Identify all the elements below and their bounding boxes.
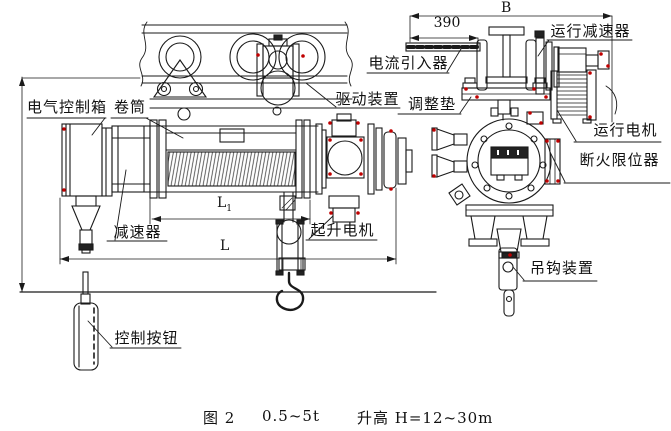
dim-L1 [149,191,311,225]
dim-text-L: L [220,238,230,254]
electric-control-box-drawing [61,123,113,254]
conductor-rail [405,42,481,52]
dim-390 [409,35,479,47]
label-current-collector: 电流引入器 [368,54,449,72]
label-electric-control-box: 电气控制箱 [27,98,108,116]
rope-and-hook-block [275,191,306,311]
drive-wheel-unit [229,33,326,116]
cable-glands [431,127,471,206]
label-reducer: 减速器 [113,223,162,241]
reducer-section [111,119,167,199]
label-underlines [26,39,671,349]
label-hook-assembly: 吊钩装置 [529,259,594,277]
label-adjusting-pad: 调整垫 [407,95,456,113]
dim-L [59,187,397,265]
caption-figure-number: 图 2 [203,409,236,427]
suspension-frame [149,98,353,121]
label-travel-motor: 运行电机 [593,121,658,139]
label-travel-reducer: 运行减速器 [550,22,631,40]
hoist-motor-section [315,113,413,223]
label-control-pendant: 控制按钮 [114,329,179,347]
dim-height-H [19,76,437,293]
label-drum: 卷筒 [113,98,146,116]
dim-text-390: 390 [433,15,461,31]
dim-text-L1: L1 [217,195,232,214]
dim-L1-sub: 1 [226,203,233,214]
monorail-beam [139,21,353,87]
drum-section [111,119,319,199]
caption-capacity-range: 0.5~5t [262,407,320,425]
dim-L1-base: L [217,195,227,211]
caption-lift-height: 升高 H=12~30m [357,409,494,427]
hoist-end-cover [465,111,554,217]
red-accent-marks [62,52,610,257]
leader-lines [87,39,577,348]
dim-text-B: B [501,0,512,16]
travel-motor-drawing [550,47,618,124]
idler-wheel-unit [152,35,208,98]
label-fire-limit-switch: 断火限位器 [579,151,660,169]
label-drive-unit: 驱动装置 [335,90,400,108]
label-hoist-motor: 起升电机 [310,221,375,239]
pendant-control-drawing [73,271,99,371]
side-trolley [461,26,551,121]
